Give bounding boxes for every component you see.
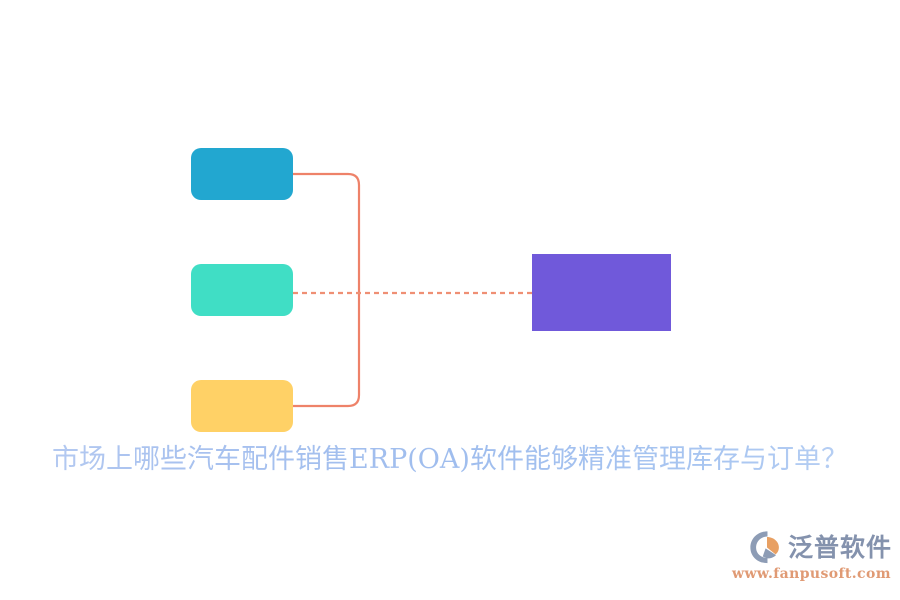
logo-arc-shape [750, 531, 768, 564]
diagram-connectors [291, 172, 532, 408]
diagram-node-blue[interactable] [191, 148, 293, 200]
diagram-node-yellow[interactable] [191, 380, 293, 432]
fanpu-logo-icon [750, 531, 779, 564]
brand-logo-row: 泛普软件 [732, 526, 892, 568]
brand-watermark: 泛普软件 www.fanpusoft.com [732, 526, 892, 592]
connector-yellow-to-trunk [291, 291, 361, 408]
flow-diagram [191, 148, 671, 432]
logo-accent-shape [766, 537, 779, 555]
brand-name: 泛普软件 [787, 532, 892, 562]
diagram-node-purple[interactable] [532, 254, 671, 331]
diagram-node-green[interactable] [191, 264, 293, 316]
page-title: 市场上哪些汽车配件销售ERP(OA)软件能够精准管理库存与订单？ [0, 437, 900, 483]
connector-blue-to-trunk [291, 172, 361, 295]
logo-tail-shape [762, 548, 777, 559]
brand-url: www.fanpusoft.com [732, 566, 891, 582]
